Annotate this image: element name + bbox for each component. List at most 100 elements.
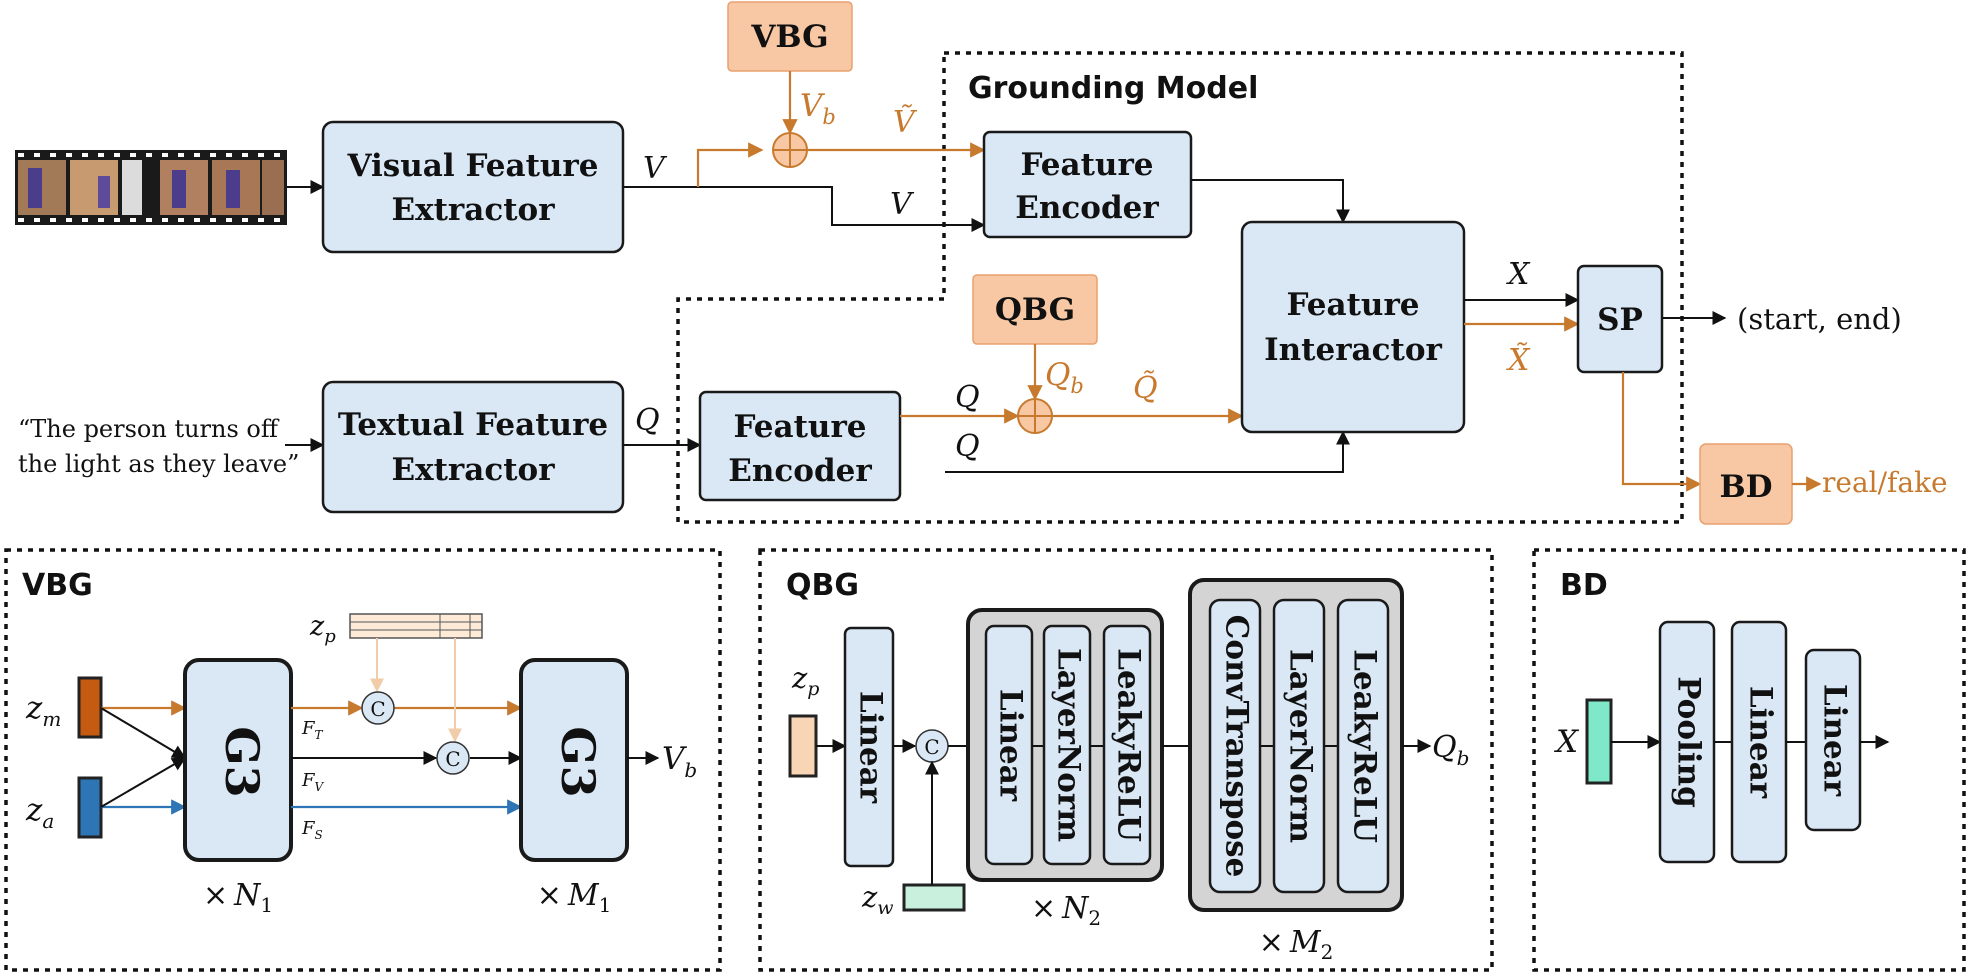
qbg-layernorm-2: LayerNorm bbox=[1272, 598, 1326, 894]
sp-to-bd-arrow bbox=[1621, 372, 1702, 492]
svg-text:C: C bbox=[445, 747, 460, 771]
x-label: X bbox=[1506, 257, 1531, 292]
vtilde-label: Ṽ bbox=[893, 104, 918, 140]
vbg-box: VBG bbox=[727, 1, 853, 72]
qbg-leakyrelu-1: LeakyReLU bbox=[1102, 624, 1152, 866]
svg-text:Interactor: Interactor bbox=[1264, 332, 1442, 368]
zp-bar bbox=[349, 613, 483, 639]
svg-text:G3: G3 bbox=[551, 726, 605, 797]
qbg-box: QBG bbox=[972, 274, 1098, 345]
svg-text:Feature: Feature bbox=[733, 409, 866, 445]
svg-text:LeakyReLU: LeakyReLU bbox=[1347, 649, 1383, 843]
svg-text:Extractor: Extractor bbox=[391, 452, 555, 488]
za-label: za bbox=[25, 792, 54, 833]
sp-box: SP bbox=[1576, 264, 1664, 374]
ft-label: FT bbox=[301, 718, 324, 742]
svg-text:LeakyReLU: LeakyReLU bbox=[1111, 648, 1147, 842]
q-to-interactor-arrow bbox=[945, 430, 1350, 473]
qbg-zp-block bbox=[788, 714, 818, 778]
feature-interactor: Feature Interactor bbox=[1240, 220, 1466, 434]
m2-label: ×M2 bbox=[1259, 925, 1334, 964]
qbg-panel-title: QBG bbox=[786, 568, 859, 603]
svg-text:Linear: Linear bbox=[1743, 686, 1779, 799]
q-label: Q bbox=[635, 403, 660, 438]
svg-text:Textual Feature: Textual Feature bbox=[338, 407, 608, 443]
svg-text:C: C bbox=[370, 697, 385, 721]
svg-text:QBG: QBG bbox=[995, 292, 1075, 328]
v-adder bbox=[772, 132, 808, 168]
visual-feature-extractor: Visual Feature Extractor bbox=[321, 120, 625, 254]
svg-text:Linear: Linear bbox=[1817, 684, 1853, 797]
vbg-output-label: Vb bbox=[662, 741, 697, 782]
n1-label: ×N1 bbox=[203, 878, 273, 917]
bd-box: BD bbox=[1699, 443, 1793, 525]
concat-node-1: C bbox=[361, 691, 395, 725]
v-label-2: V bbox=[890, 187, 915, 222]
bd-linear-2: Linear bbox=[1804, 648, 1862, 832]
zw-block bbox=[902, 883, 966, 912]
bd-x-label: X bbox=[1554, 724, 1580, 760]
svg-text:Visual Feature: Visual Feature bbox=[347, 148, 599, 184]
m1-label: ×M1 bbox=[537, 878, 612, 917]
zp-label: zp bbox=[309, 611, 336, 647]
g3-block-2: G3 bbox=[519, 658, 629, 862]
qbg-output-label: Qb bbox=[1432, 730, 1469, 770]
svg-text:SP: SP bbox=[1597, 302, 1643, 338]
real-fake-label: real/fake bbox=[1822, 466, 1948, 499]
svg-text:BD: BD bbox=[1719, 469, 1772, 505]
svg-text:Extractor: Extractor bbox=[391, 192, 555, 228]
v-label: V bbox=[643, 151, 668, 186]
zm-label: zm bbox=[25, 690, 61, 731]
svg-text:Linear: Linear bbox=[993, 689, 1029, 802]
svg-text:ConvTranspose: ConvTranspose bbox=[1219, 615, 1255, 878]
q-label-3: Q bbox=[955, 429, 980, 464]
visual-feature-encoder: Feature Encoder bbox=[982, 130, 1193, 239]
za-block bbox=[77, 776, 103, 839]
svg-text:C: C bbox=[924, 735, 939, 759]
fv-label: FV bbox=[301, 770, 325, 794]
vbg-panel-border bbox=[4, 548, 722, 972]
bd-panel-border bbox=[1532, 548, 1966, 972]
svg-text:VBG: VBG bbox=[750, 19, 828, 55]
bd-x-block bbox=[1585, 698, 1613, 785]
zm-cross-arrow bbox=[100, 707, 187, 759]
svg-text:LayerNorm: LayerNorm bbox=[1051, 648, 1087, 842]
qbg-linear-2: Linear bbox=[984, 624, 1034, 866]
svg-text:Pooling: Pooling bbox=[1671, 676, 1707, 808]
svg-text:Feature: Feature bbox=[1286, 287, 1419, 323]
v-to-adder-arrow bbox=[696, 142, 764, 187]
zw-label: zw bbox=[861, 880, 894, 919]
qb-label: Qb bbox=[1045, 357, 1084, 398]
qbg-layernorm-1: LayerNorm bbox=[1042, 624, 1092, 866]
grounding-model-region bbox=[676, 51, 1684, 524]
query-text-line-1: “The person turns off bbox=[18, 415, 280, 443]
video-frames-image bbox=[15, 150, 287, 225]
v-to-encoder-arrow bbox=[698, 186, 986, 232]
svg-text:Feature: Feature bbox=[1020, 147, 1153, 183]
svg-text:Encoder: Encoder bbox=[728, 453, 872, 489]
qbg-convtranspose: ConvTranspose bbox=[1208, 598, 1262, 894]
n2-label: ×N2 bbox=[1031, 891, 1101, 930]
za-cross-arrow bbox=[100, 757, 187, 808]
svg-text:Linear: Linear bbox=[853, 691, 889, 804]
zm-block bbox=[77, 676, 103, 739]
concat-node-2: C bbox=[436, 741, 470, 775]
svg-text:LayerNorm: LayerNorm bbox=[1283, 649, 1319, 843]
query-text-line-2: the light as they leave” bbox=[18, 450, 299, 478]
q-adder bbox=[1017, 398, 1053, 434]
svg-text:Encoder: Encoder bbox=[1015, 190, 1159, 226]
svg-text:G3: G3 bbox=[215, 726, 269, 797]
qbg-concat-node: C bbox=[915, 729, 949, 763]
qbg-leakyrelu-2: LeakyReLU bbox=[1336, 598, 1390, 894]
fs-label: FS bbox=[301, 818, 323, 842]
qbg-panel-border bbox=[758, 548, 1494, 972]
bd-linear-1: Linear bbox=[1730, 620, 1788, 864]
textual-feature-encoder: Feature Encoder bbox=[698, 390, 902, 502]
q-label-2: Q bbox=[955, 380, 980, 415]
vbg-panel-title: VBG bbox=[22, 568, 93, 603]
qbg-zp-label: zp bbox=[791, 661, 819, 700]
encoder-to-interactor-arrow bbox=[1191, 179, 1350, 224]
xtilde-label: X̃ bbox=[1506, 343, 1531, 378]
bd-pooling: Pooling bbox=[1658, 620, 1716, 864]
